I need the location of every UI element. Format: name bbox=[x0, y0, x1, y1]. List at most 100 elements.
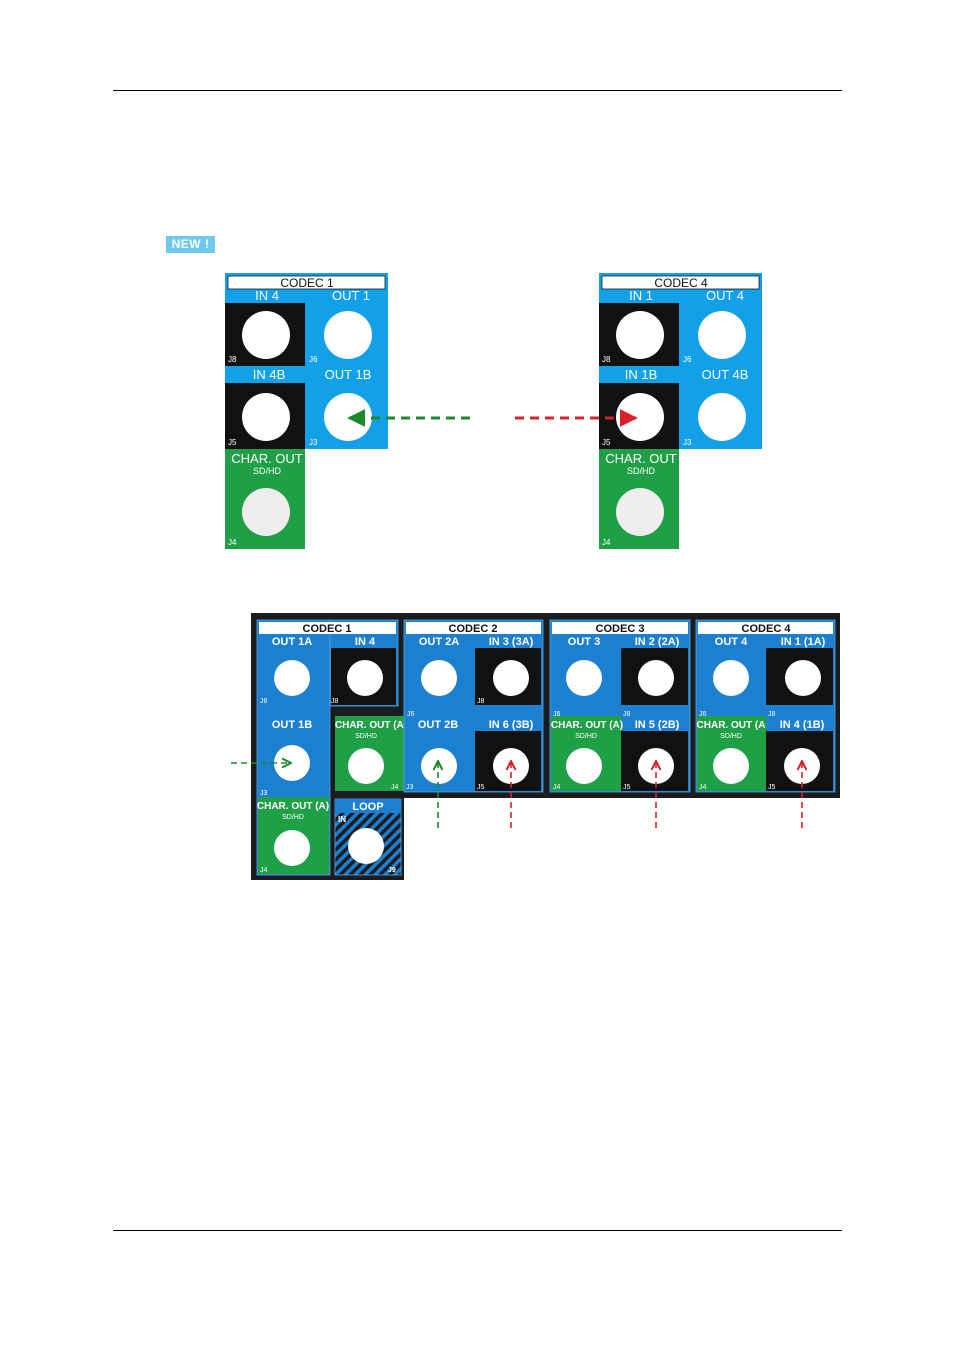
diagram-label: J5 bbox=[768, 784, 776, 791]
label-char-out: CHAR. OUT bbox=[231, 451, 303, 466]
bnc-connector bbox=[713, 660, 749, 696]
rack-codec-1-header: CODEC 1 bbox=[303, 623, 352, 635]
bnc-connector bbox=[713, 748, 749, 784]
rack-codec-4-header: CODEC 4 bbox=[742, 623, 792, 635]
loop-label: LOOP bbox=[352, 801, 383, 813]
diagram-label: J5 bbox=[228, 438, 237, 447]
diagram-label: J5 bbox=[602, 438, 611, 447]
diagram-label: J4 bbox=[602, 538, 611, 547]
bnc-connector bbox=[566, 748, 602, 784]
diagram-label: J6 bbox=[260, 698, 268, 705]
module-header: CODEC 1 bbox=[280, 276, 334, 290]
diagram-label: J4 bbox=[260, 867, 268, 874]
label-out: OUT 1 bbox=[332, 288, 370, 303]
diagram-label: OUT 2A bbox=[419, 636, 459, 648]
label-in-b: IN 4B bbox=[253, 367, 286, 382]
diagram-label: J8 bbox=[331, 698, 339, 705]
bnc-connector bbox=[616, 311, 664, 359]
diagram-label: IN 4 (1B) bbox=[780, 719, 825, 731]
bnc-connector bbox=[421, 748, 457, 784]
bnc-connector bbox=[274, 660, 310, 696]
bnc-connector bbox=[274, 830, 310, 866]
bnc-connector bbox=[242, 311, 290, 359]
bnc-connector bbox=[616, 393, 664, 441]
bnc-connector bbox=[421, 660, 457, 696]
bnc-connector bbox=[348, 748, 384, 784]
diagram-label: J4 bbox=[553, 784, 561, 791]
diagram-label: CHAR. OUT (A bbox=[697, 720, 766, 731]
label-out-b: OUT 1B bbox=[325, 367, 372, 382]
label-in-b: IN 1B bbox=[625, 367, 658, 382]
diagram-label: J3 bbox=[683, 438, 692, 447]
diagram-label: SD/HD bbox=[355, 733, 377, 740]
label-in: IN 4 bbox=[255, 288, 279, 303]
label-out-b: OUT 4B bbox=[702, 367, 749, 382]
diagram-label: J6 bbox=[553, 711, 561, 718]
diagram-label: OUT 1B bbox=[272, 719, 312, 731]
diagram-label: CHAR. OUT (A) bbox=[335, 720, 407, 731]
single-module-codec-4: CODEC 4 IN 1 OUT 4 J8 J6 IN 1B OUT 4B J5… bbox=[599, 273, 762, 549]
bnc-connector bbox=[638, 660, 674, 696]
bnc-connector bbox=[493, 660, 529, 696]
diagram-label: J3 bbox=[309, 438, 318, 447]
diagram-label: J6 bbox=[407, 711, 415, 718]
diagram-label: J8 bbox=[228, 355, 237, 364]
diagram-label: OUT 2B bbox=[418, 719, 458, 731]
rack-panel: CODEC 1 OUT 1A IN 4 J6 J8 OUT 1B J3 CHAR… bbox=[251, 613, 840, 880]
diagram-label: IN 4 bbox=[355, 636, 376, 648]
diagram-label: IN bbox=[338, 815, 346, 824]
bnc-connector bbox=[698, 311, 746, 359]
diagram-label: J5 bbox=[477, 784, 485, 791]
diagram-label: SD/HD bbox=[575, 733, 597, 740]
diagram-label: J9 bbox=[388, 867, 396, 874]
diagram-label: J8 bbox=[768, 711, 776, 718]
diagram-label: J6 bbox=[683, 355, 692, 364]
diagram-label: J8 bbox=[602, 355, 611, 364]
diagram-label: J6 bbox=[309, 355, 318, 364]
diagram-label: J8 bbox=[623, 711, 631, 718]
bnc-connector bbox=[242, 393, 290, 441]
bnc-connector bbox=[785, 660, 821, 696]
diagram-label: SD/HD bbox=[720, 733, 742, 740]
header-rule bbox=[113, 90, 842, 91]
diagram-label: J3 bbox=[260, 790, 268, 797]
diagram-label: OUT 3 bbox=[568, 636, 600, 648]
diagram-label: IN 5 (2B) bbox=[635, 719, 680, 731]
rack-codec-2-header: CODEC 2 bbox=[449, 623, 498, 635]
module-header: CODEC 4 bbox=[654, 276, 708, 290]
footer-rule bbox=[113, 1230, 842, 1231]
diagram-label: J4 bbox=[391, 784, 399, 791]
bnc-connector bbox=[616, 488, 664, 536]
label-in: IN 1 bbox=[629, 288, 653, 303]
bnc-connector bbox=[566, 660, 602, 696]
diagram-label: OUT 1A bbox=[272, 636, 312, 648]
diagram-label: J6 bbox=[699, 711, 707, 718]
bnc-connector bbox=[324, 311, 372, 359]
diagram-label: CHAR. OUT (A) bbox=[551, 720, 623, 731]
diagram-label: SD/HD bbox=[627, 466, 656, 476]
rack-codec-3-header: CODEC 3 bbox=[596, 623, 645, 635]
label-char-out: CHAR. OUT bbox=[605, 451, 677, 466]
bnc-connector bbox=[348, 828, 384, 864]
label-out: OUT 4 bbox=[706, 288, 744, 303]
new-badge: NEW ! bbox=[166, 236, 215, 253]
bnc-connector bbox=[698, 393, 746, 441]
bnc-connector bbox=[242, 488, 290, 536]
bnc-connector bbox=[274, 745, 310, 781]
bnc-connector bbox=[347, 660, 383, 696]
diagram-label: J3 bbox=[406, 784, 414, 791]
diagram-label: SD/HD bbox=[282, 814, 304, 821]
diagram-label: J4 bbox=[699, 784, 707, 791]
diagram-label: CHAR. OUT (A) bbox=[257, 801, 329, 812]
single-module-codec-1: CODEC 1 IN 4 OUT 1 J8 J6 IN 4B OUT 1B J5… bbox=[225, 273, 388, 549]
diagram-label: IN 1 (1A) bbox=[781, 636, 826, 648]
diagram-label: IN 2 (2A) bbox=[635, 636, 680, 648]
diagram-label: OUT 4 bbox=[715, 636, 748, 648]
diagram-label: J8 bbox=[477, 698, 485, 705]
diagram-label: IN 3 (3A) bbox=[489, 636, 534, 648]
diagram-label: J5 bbox=[623, 784, 631, 791]
diagram-label: J4 bbox=[228, 538, 237, 547]
diagram-label: IN 6 (3B) bbox=[489, 719, 534, 731]
diagram-label: SD/HD bbox=[253, 466, 282, 476]
